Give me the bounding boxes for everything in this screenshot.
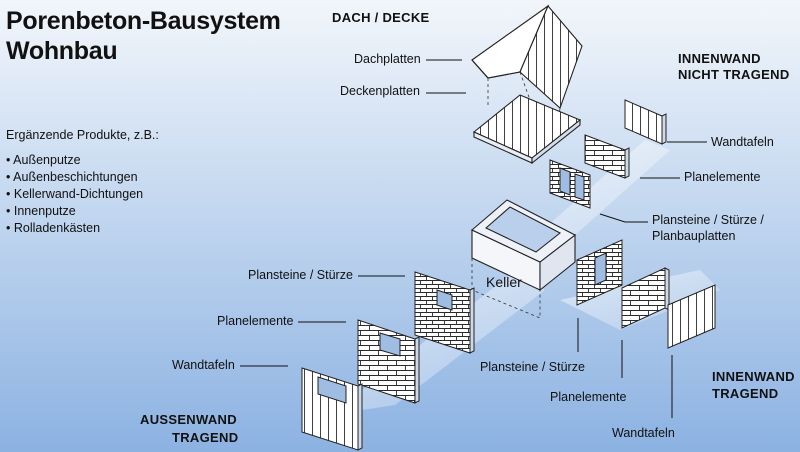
dachplatten-label: Dachplatten [354,52,421,66]
roof-heading: DACH / DECKE [332,10,430,25]
interior-load-plansteine-wall [576,239,623,306]
interior-load-wandtafeln-wall [667,284,716,349]
intrag-heading-line-2: TRAGEND [712,386,779,401]
exterior-plansteine-wall [414,271,475,354]
nontrag-planelemente-label: Planelemente [684,170,761,184]
basement-outline [471,258,541,319]
products-list: Außenputze Außenbeschichtungen Kellerwan… [6,152,143,237]
deckenplatten-label: Deckenplatten [340,84,420,98]
product-item: Rolladenkästen [6,220,143,237]
exterior-heading-line-1: AUSSENWAND [140,412,237,427]
exterior-plansteine-label: Plansteine / Stürze [248,268,353,282]
intrag-wandtafeln-label: Wandtafeln [612,426,675,440]
interior-nonload-plansteine-wall [549,159,591,209]
exterior-wandtafeln-wall [301,367,363,451]
keller-label: Keller [486,274,522,290]
basement [470,199,577,292]
intrag-planelemente-label: Planelemente [550,390,627,404]
products-intro: Ergänzende Produkte, z.B.: [6,128,159,142]
product-item: Außenputze [6,152,143,169]
interior-nonload-planelemente-wall [584,134,630,179]
nontrag-heading-line-2: NICHT TRAGEND [678,67,790,82]
exterior-heading-line-2: TRAGEND [172,430,239,445]
page-title-line-1: Porenbeton-Bausystem [6,7,281,35]
interior-nonload-wandtafeln-wall [624,99,667,145]
nontrag-plansteine-label-line-1: Plansteine / Stürze / [652,213,764,227]
exterior-wandtafeln-label: Wandtafeln [172,358,235,372]
page-title-line-2: Wohnbau [6,37,118,65]
roof-panels [471,4,583,109]
product-item: Innenputze [6,203,143,220]
interior-load-planelemente-wall [621,267,670,329]
nontrag-plansteine-label-line-2: Planbauplatten [652,229,736,243]
product-item: Kellerwand-Dichtungen [6,186,143,203]
product-item: Außenbeschichtungen [6,169,143,186]
exterior-planelemente-wall [357,319,420,404]
leader-lines [240,59,707,418]
intrag-heading-line-1: INNENWAND [712,369,795,384]
nontrag-heading-line-1: INNENWAND [678,51,761,66]
exterior-planelemente-label: Planelemente [217,314,294,328]
ceiling-slab [472,94,582,165]
intrag-plansteine-label: Plansteine / Stürze [480,360,585,374]
nontrag-wandtafeln-label: Wandtafeln [711,135,774,149]
